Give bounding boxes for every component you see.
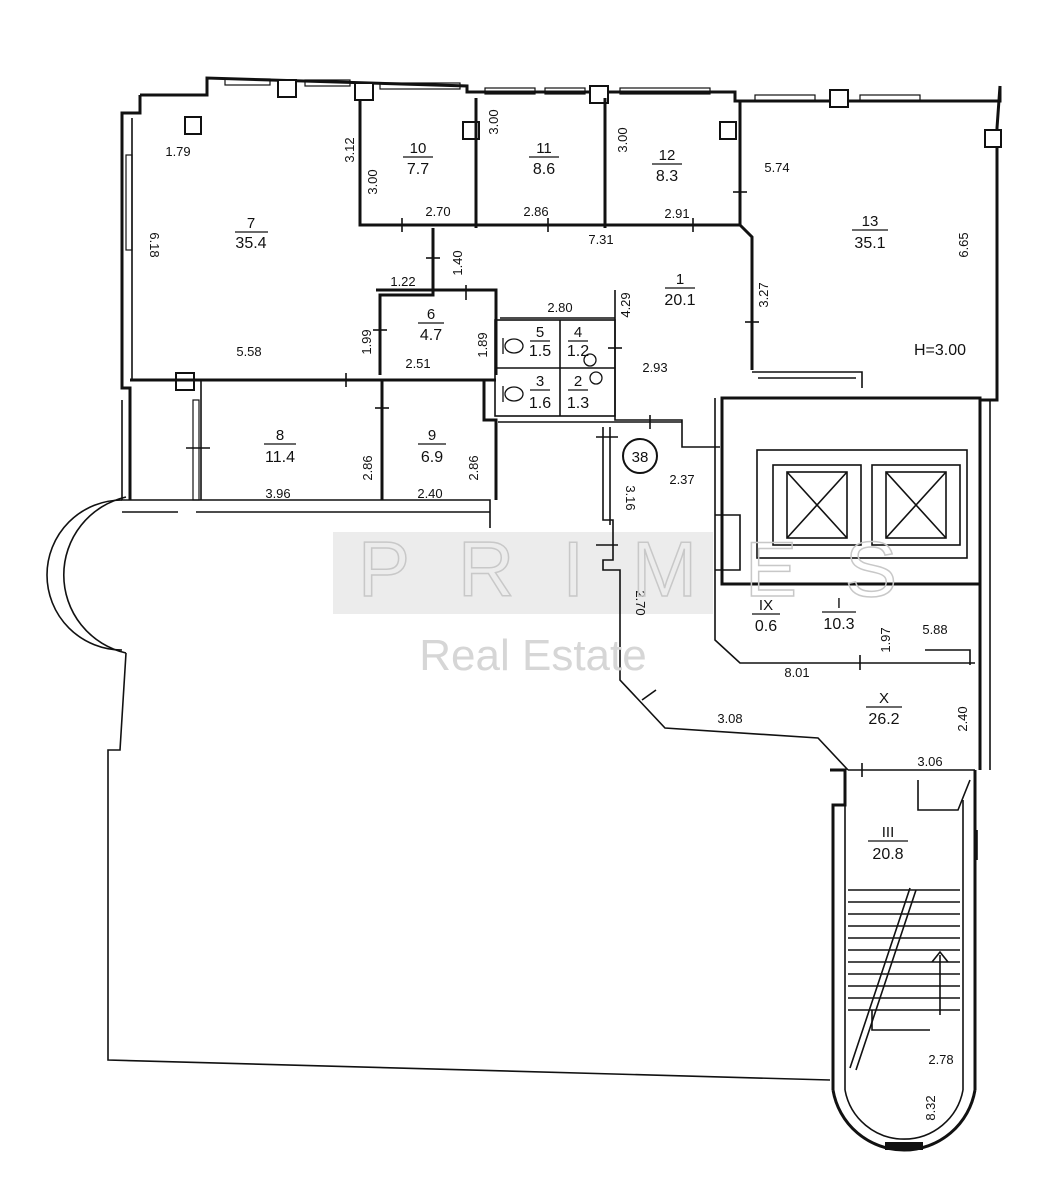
room-7-area: 35.4 bbox=[235, 235, 266, 252]
dim-label: 3.00 bbox=[615, 127, 630, 152]
room-1-area: 20.1 bbox=[664, 292, 695, 309]
room-3-number: 3 bbox=[536, 373, 544, 390]
room-6-area: 4.7 bbox=[420, 327, 442, 344]
room-5-area: 1.5 bbox=[529, 343, 551, 360]
dim-label: 6.18 bbox=[147, 232, 162, 257]
dim-label: 8.01 bbox=[784, 665, 809, 680]
room-6-number: 6 bbox=[427, 306, 435, 323]
room-13-area: 35.1 bbox=[854, 235, 885, 252]
dim-label: 1.79 bbox=[165, 144, 190, 159]
dim-label: 3.27 bbox=[756, 282, 771, 307]
dim-label: 3.00 bbox=[486, 109, 501, 134]
dim-label: 5.58 bbox=[236, 344, 261, 359]
watermark-band bbox=[333, 532, 713, 614]
room-9-area: 6.9 bbox=[421, 449, 443, 466]
unit-number: 38 bbox=[632, 449, 649, 466]
dim-label: 2.91 bbox=[664, 206, 689, 221]
room-13-number: 13 bbox=[862, 213, 879, 230]
dim-label: 2.70 bbox=[633, 590, 648, 615]
dim-label: 2.40 bbox=[955, 706, 970, 731]
watermark-brand: PRIMES bbox=[358, 525, 945, 613]
room-4-number: 4 bbox=[574, 324, 582, 341]
room-X-number: X bbox=[879, 690, 889, 707]
outer-walls bbox=[46, 76, 1002, 1152]
toilets bbox=[502, 338, 603, 402]
dim-label: 3.12 bbox=[342, 137, 357, 162]
room-3-area: 1.6 bbox=[529, 395, 551, 412]
room-1-number: 1 bbox=[676, 271, 684, 288]
room-12-area: 8.3 bbox=[656, 168, 678, 185]
room-11-number: 11 bbox=[536, 140, 552, 157]
room-9-number: 9 bbox=[428, 427, 436, 444]
room-I-area: 10.3 bbox=[823, 616, 854, 633]
dim-label: 2.86 bbox=[466, 455, 481, 480]
room-I-number: I bbox=[837, 595, 841, 612]
dim-label: 2.51 bbox=[405, 356, 430, 371]
room-X-area: 26.2 bbox=[868, 711, 899, 728]
dim-label: 2.70 bbox=[425, 204, 450, 219]
unit-number-badge: 38 bbox=[622, 438, 658, 474]
room-5-number: 5 bbox=[536, 324, 544, 341]
room-IX-number: IX bbox=[759, 597, 773, 614]
dim-label: 1.22 bbox=[390, 274, 415, 289]
dim-label: 1.89 bbox=[475, 332, 490, 357]
dim-label: 1.40 bbox=[450, 250, 465, 275]
dim-label: 2.86 bbox=[360, 455, 375, 480]
watermark-subtitle: Real Estate bbox=[419, 631, 646, 680]
staircase bbox=[848, 887, 960, 1071]
dim-label: 8.32 bbox=[923, 1095, 938, 1120]
dim-label: 2.78 bbox=[928, 1052, 953, 1067]
room-2-number: 2 bbox=[574, 373, 582, 390]
room-10-number: 10 bbox=[410, 140, 427, 157]
dim-label: 1.97 bbox=[878, 627, 893, 652]
dim-label: 4.29 bbox=[618, 292, 633, 317]
dim-label: 2.86 bbox=[523, 204, 548, 219]
room-IX-area: 0.6 bbox=[755, 618, 777, 635]
dim-label: 3.08 bbox=[717, 711, 742, 726]
door-marks bbox=[186, 191, 863, 777]
dim-label: 2.93 bbox=[642, 360, 667, 375]
dim-label: 1.99 bbox=[359, 329, 374, 354]
room-labels: 7 35.4 10 7.7 11 8.6 12 8.3 13 35.1 1 20… bbox=[235, 140, 908, 863]
room-7-number: 7 bbox=[247, 215, 255, 232]
dim-label: 3.06 bbox=[917, 754, 942, 769]
interior-walls bbox=[130, 98, 982, 811]
dim-label: 2.80 bbox=[547, 300, 572, 315]
stair-door bbox=[885, 1142, 923, 1150]
dim-label: 2.40 bbox=[417, 486, 442, 501]
room-2-area: 1.3 bbox=[567, 395, 589, 412]
dim-label: 3.00 bbox=[365, 169, 380, 194]
room-12-number: 12 bbox=[659, 147, 676, 164]
room-III-number: III bbox=[882, 824, 895, 841]
dim-label: 7.31 bbox=[588, 232, 613, 247]
dim-label: 3.16 bbox=[623, 485, 638, 510]
ceiling-height-label: H=3.00 bbox=[914, 342, 966, 359]
dim-label: 6.65 bbox=[956, 232, 971, 257]
dim-label: 3.96 bbox=[265, 486, 290, 501]
room-4-area: 1.2 bbox=[567, 343, 589, 360]
room-8-area: 11.4 bbox=[265, 449, 295, 466]
watermark: PRIMES Real Estate bbox=[357, 524, 945, 680]
room-11-area: 8.6 bbox=[533, 161, 555, 178]
dim-label: 5.74 bbox=[764, 160, 789, 175]
dimension-labels: 1.79 3.12 3.00 2.70 3.00 2.86 3.00 2.91 … bbox=[147, 109, 971, 1120]
dim-label: 2.37 bbox=[669, 472, 694, 487]
room-10-area: 7.7 bbox=[407, 161, 429, 178]
room-III-area: 20.8 bbox=[872, 846, 903, 863]
room-8-number: 8 bbox=[276, 427, 284, 444]
windows bbox=[125, 78, 921, 501]
dim-label: 5.88 bbox=[922, 622, 947, 637]
